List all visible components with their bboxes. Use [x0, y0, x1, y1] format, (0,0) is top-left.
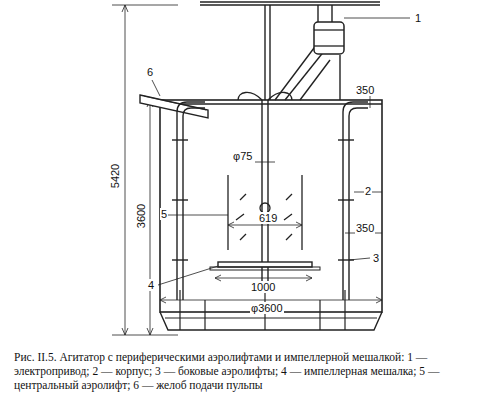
- dimension-label: 1000: [250, 281, 276, 293]
- dimension-label: 350: [355, 222, 375, 234]
- dimension-label: 3600: [135, 203, 147, 229]
- callout-number: 5: [160, 208, 168, 220]
- dimension-label: 619: [258, 212, 278, 224]
- dimension-label: 350: [355, 84, 375, 96]
- dimension-label: φ3600: [250, 302, 284, 314]
- callout-number: 3: [372, 252, 380, 264]
- callout-number: 6: [146, 66, 154, 78]
- callout-number: 4: [147, 279, 155, 291]
- callout-number: 1: [414, 12, 422, 24]
- dimension-label: 5420: [109, 163, 121, 189]
- figure-caption: Рис. II.5. Агитатор с периферическими аэ…: [14, 350, 472, 392]
- dimension-label: φ75: [232, 150, 253, 162]
- callout-number: 2: [364, 185, 372, 197]
